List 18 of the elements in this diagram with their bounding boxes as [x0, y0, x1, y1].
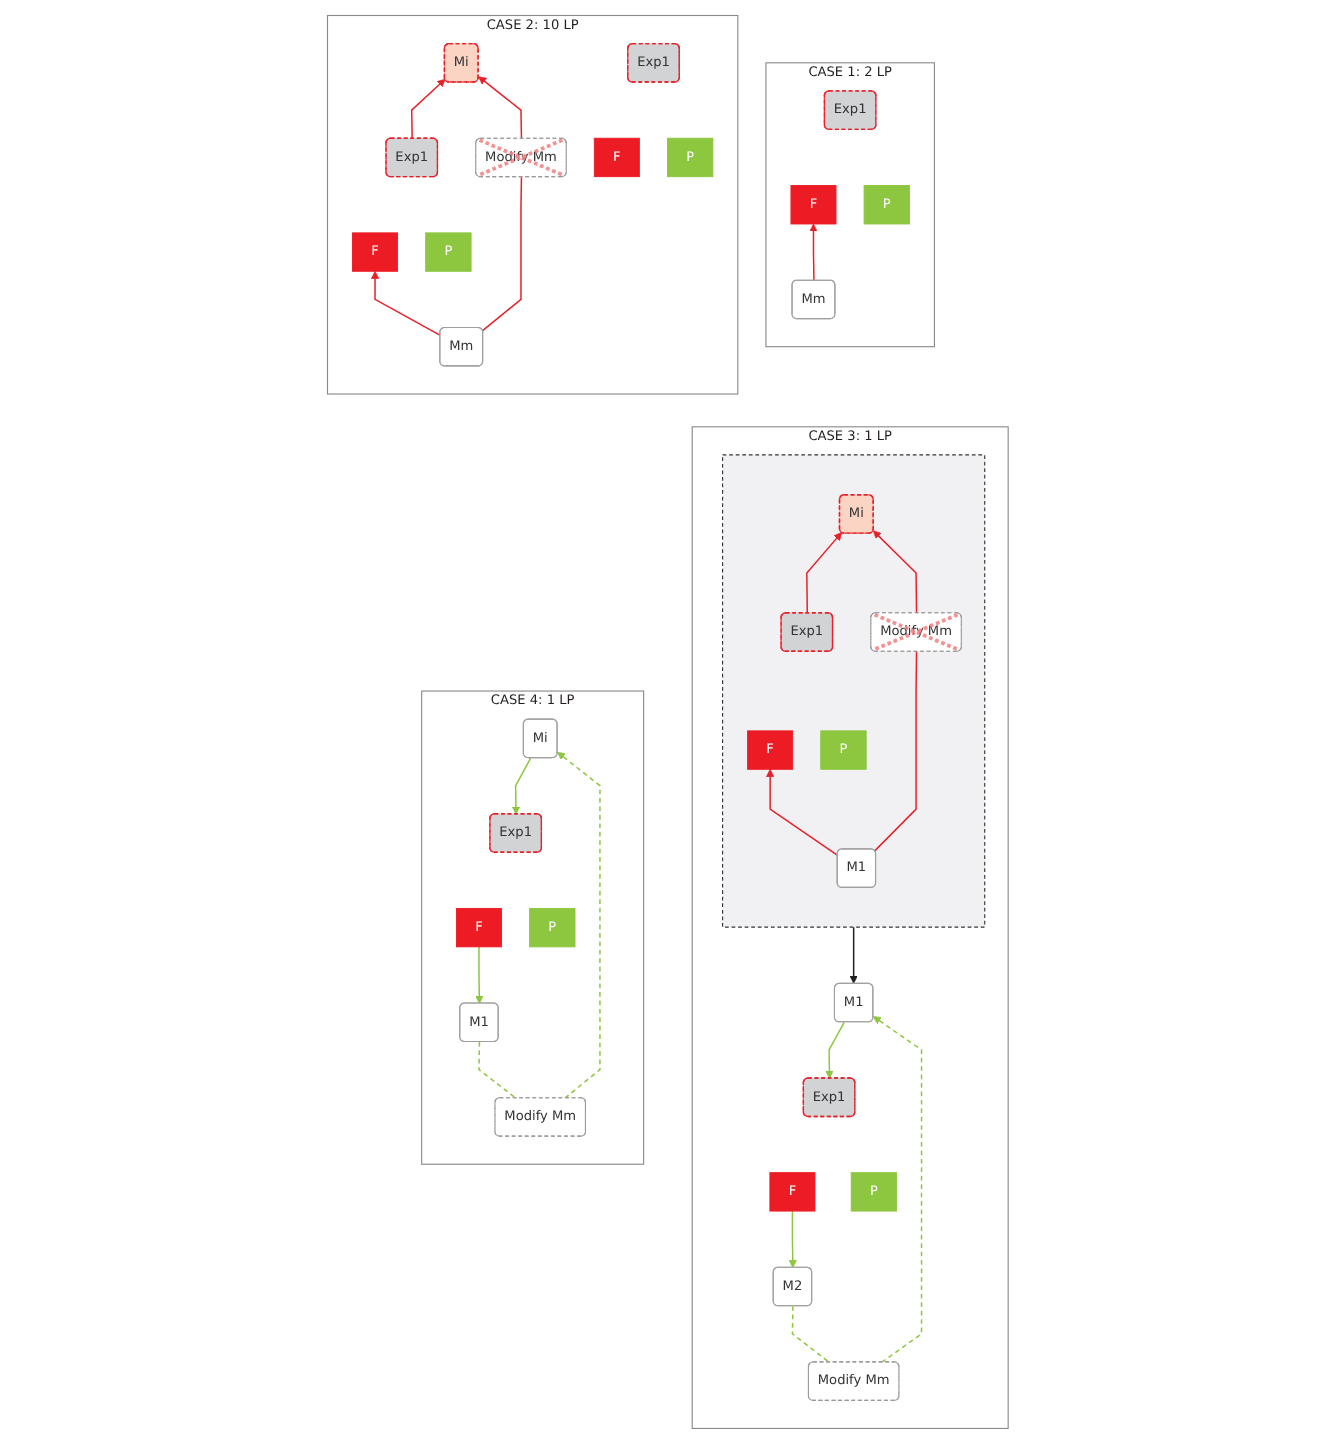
arrow — [475, 946, 484, 1004]
dashed-arrow — [557, 751, 601, 1099]
dashed-arrow — [873, 1016, 923, 1364]
connector-line — [482, 176, 523, 332]
arrow — [788, 1210, 798, 1269]
arrow — [411, 78, 446, 140]
arrow — [809, 223, 818, 282]
arrow — [371, 270, 442, 337]
arrow — [478, 76, 523, 140]
connector-line — [874, 651, 918, 852]
arrow — [766, 768, 839, 857]
arrow — [806, 532, 843, 615]
arrow — [825, 1021, 846, 1079]
arrow — [849, 926, 858, 984]
arrow — [873, 530, 918, 615]
arrow — [512, 757, 532, 815]
dashed-line — [791, 1305, 831, 1364]
dashed-line — [478, 1041, 517, 1099]
